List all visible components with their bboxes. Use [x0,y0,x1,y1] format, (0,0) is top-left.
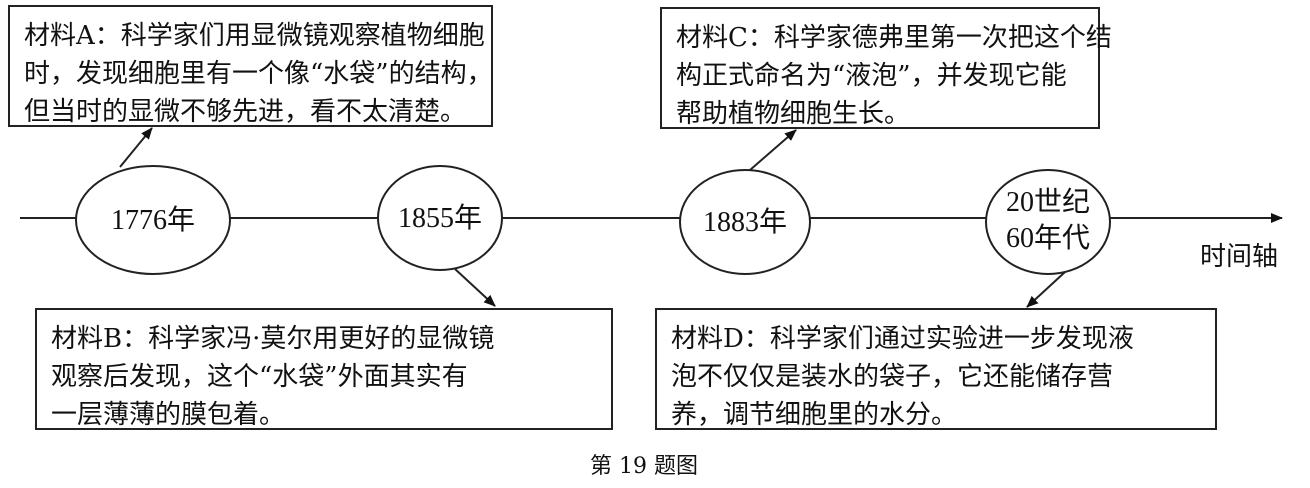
material-a-line: 时，发现细胞里有一个像“水袋”的结构， [24,59,493,89]
node-ellipse-1776 [75,165,231,275]
material-a-box: 材料A：科学家们用显微镜观察植物细胞 时，发现细胞里有一个像“水袋”的结构， 但… [8,5,493,127]
material-b-line: 一层薄薄的膜包着。 [51,400,286,430]
node-ellipse-1883 [679,169,811,275]
arrow-to-A [119,127,153,168]
arrow-to-D [1026,271,1066,308]
node-1883: 1883年 [702,207,787,238]
material-b-box: 材料B：科学家冯·莫尔用更好的显微镜 观察后发现，这个“水袋”外面其实有 一层薄… [35,308,613,430]
axis-label: 时间轴 [1200,242,1279,272]
material-d-line: 泡不仅仅是装水的袋子，它还能储存营 [671,362,1114,392]
figure-caption: 第 19 题图 [590,454,698,479]
node-1855: 1855年 [397,203,482,234]
material-b-line: 观察后发现，这个“水袋”外面其实有 [51,362,468,392]
arrow-to-C [749,129,797,171]
material-d-box: 材料D：科学家们通过实验进一步发现液 泡不仅仅是装水的袋子，它还能储存营 养，调… [655,308,1217,430]
material-a-line: 材料A：科学家们用显微镜观察植物细胞 [24,21,485,51]
node-ellipse-1855 [377,165,503,271]
material-d-line: 养，调节细胞里的水分。 [671,400,958,430]
node-1776: 1776年 [110,205,195,236]
node-1960s-line1: 20世纪 [1005,187,1090,218]
material-d-line: 材料D：科学家们通过实验进一步发现液 [671,324,1134,354]
material-c-line: 构正式命名为“液泡”，并发现它能 [676,61,1067,91]
arrow-to-B [454,268,496,307]
material-c-line: 材料C：科学家德弗里第一次把这个结 [676,23,1112,53]
material-c-line: 帮助植物细胞生长。 [676,99,911,129]
node-1960s-line2: 60年代 [1005,223,1090,254]
material-b-line: 材料B：科学家冯·莫尔用更好的显微镜 [51,324,495,354]
material-a-line: 但当时的显微不够先进，看不太清楚。 [24,97,467,127]
material-c-box: 材料C：科学家德弗里第一次把这个结 构正式命名为“液泡”，并发现它能 帮助植物细… [660,7,1112,129]
node-ellipse-1960s [985,169,1111,275]
